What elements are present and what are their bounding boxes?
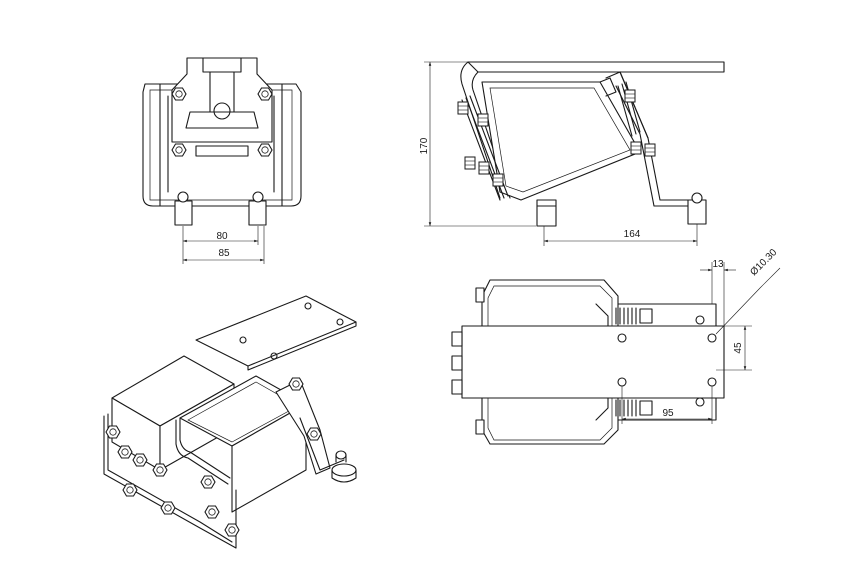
dim-side-170: 170 [419, 137, 430, 154]
side-view: 170 164 [419, 61, 725, 246]
top-clamps [615, 307, 653, 417]
dim-side-164: 164 [624, 229, 641, 240]
dim-top-95: 95 [662, 408, 674, 419]
isometric-view [103, 295, 357, 549]
dim-front-85: 85 [218, 248, 230, 259]
top-view: 13 Ø10.30 45 95 [451, 247, 781, 445]
front-view: 80 85 [142, 57, 302, 264]
dim-top-13: 13 [712, 259, 724, 270]
dim-top-45: 45 [733, 342, 744, 354]
dim-front-80: 80 [216, 231, 228, 242]
